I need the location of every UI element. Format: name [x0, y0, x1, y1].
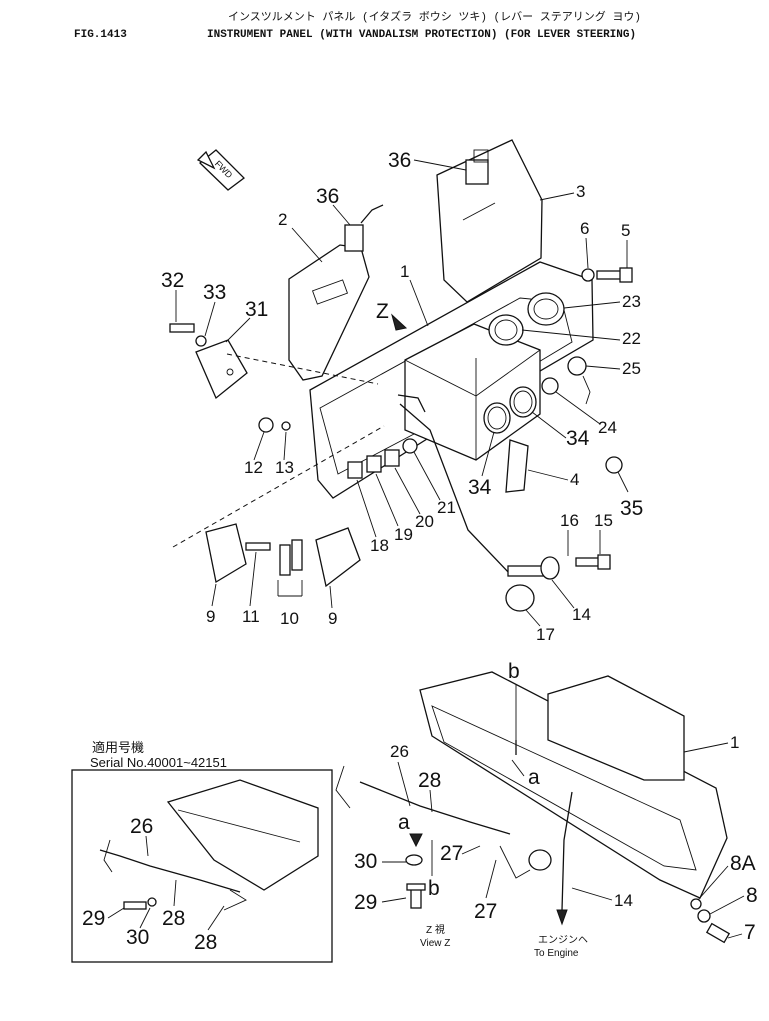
callout-16: 16	[560, 511, 579, 530]
inset-serial-en: Serial No.40001~42151	[90, 755, 227, 770]
callout-7: 7	[744, 921, 756, 944]
callout-32: 32	[161, 269, 184, 292]
callout-18: 18	[370, 536, 389, 555]
callout-5: 5	[621, 221, 630, 240]
callout-8: 8	[746, 884, 758, 907]
callout-28-inset-b: 28	[194, 931, 217, 954]
callout-30-inset: 30	[126, 926, 149, 949]
view-marker-a-top: a	[528, 766, 540, 789]
inset-serial-jp: 適用号機	[92, 740, 144, 755]
callout-26-main: 26	[390, 742, 409, 761]
callout-21: 21	[437, 498, 456, 517]
callout-8a: 8A	[730, 852, 756, 875]
callout-12: 12	[244, 458, 263, 477]
callout-4: 4	[570, 470, 579, 489]
to-engine-label-en: To Engine	[534, 948, 579, 959]
view-marker-b-top: b	[508, 660, 520, 683]
callout-24: 24	[598, 418, 617, 437]
callout-30-main: 30	[354, 850, 377, 873]
callout-33: 33	[203, 281, 226, 304]
callout-19: 19	[394, 525, 413, 544]
callout-23: 23	[622, 292, 641, 311]
callout-9-right: 9	[328, 609, 337, 628]
callout-14-top: 14	[572, 605, 591, 624]
callout-36-top: 36	[388, 149, 411, 172]
upper-assembly	[169, 139, 633, 612]
callout-31: 31	[245, 298, 268, 321]
callout-25: 25	[622, 359, 641, 378]
to-engine-label-jp: エンジンヘ	[538, 935, 588, 946]
view-z-label-jp: Z 視	[426, 923, 445, 936]
view-marker-a-bottom: a	[398, 811, 410, 834]
callout-35: 35	[620, 497, 643, 520]
callout-28-main: 28	[418, 769, 441, 792]
callout-34-right: 34	[566, 427, 590, 450]
serial-inset: 適用号機 Serial No.40001~42151	[71, 740, 333, 963]
callout-9-left: 9	[206, 607, 215, 626]
figure-number: FIG.1413	[74, 29, 127, 41]
callout-22: 22	[622, 329, 641, 348]
header-title-english: INSTRUMENT PANEL (WITH VANDALISM PROTECT…	[207, 29, 636, 41]
callout-13: 13	[275, 458, 294, 477]
callout-15: 15	[594, 511, 613, 530]
callout-27-bottom: 27	[474, 900, 497, 923]
callout-11: 11	[242, 607, 260, 626]
callout-2: 2	[278, 210, 287, 229]
header-title-katakana: インスツルメント パネル (イタズラ ボウシ ツキ) (レバー ステアリング ヨ…	[228, 9, 641, 24]
view-marker-z: Z	[376, 300, 389, 323]
callout-17: 17	[536, 625, 555, 644]
callout-10: 10	[280, 609, 299, 628]
callout-36-left: 36	[316, 185, 339, 208]
callout-28-inset-a: 28	[162, 907, 185, 930]
view-z-assembly	[335, 671, 731, 944]
fwd-arrow-icon: FWD	[196, 149, 245, 191]
view-z-label-en: View Z	[420, 938, 450, 949]
callout-34-left: 34	[468, 476, 492, 499]
callout-20: 20	[415, 512, 434, 531]
callout-29-main: 29	[354, 891, 377, 914]
callout-14-bottom: 14	[614, 891, 633, 910]
callout-29-inset: 29	[82, 907, 105, 930]
callout-3: 3	[576, 182, 585, 201]
callout-26-inset: 26	[130, 815, 153, 838]
callout-1-bottom: 1	[730, 733, 739, 752]
callout-1-top: 1	[400, 262, 409, 281]
callout-6: 6	[580, 219, 589, 238]
view-marker-b-bottom: b	[428, 877, 440, 900]
callout-27-top: 27	[440, 842, 463, 865]
